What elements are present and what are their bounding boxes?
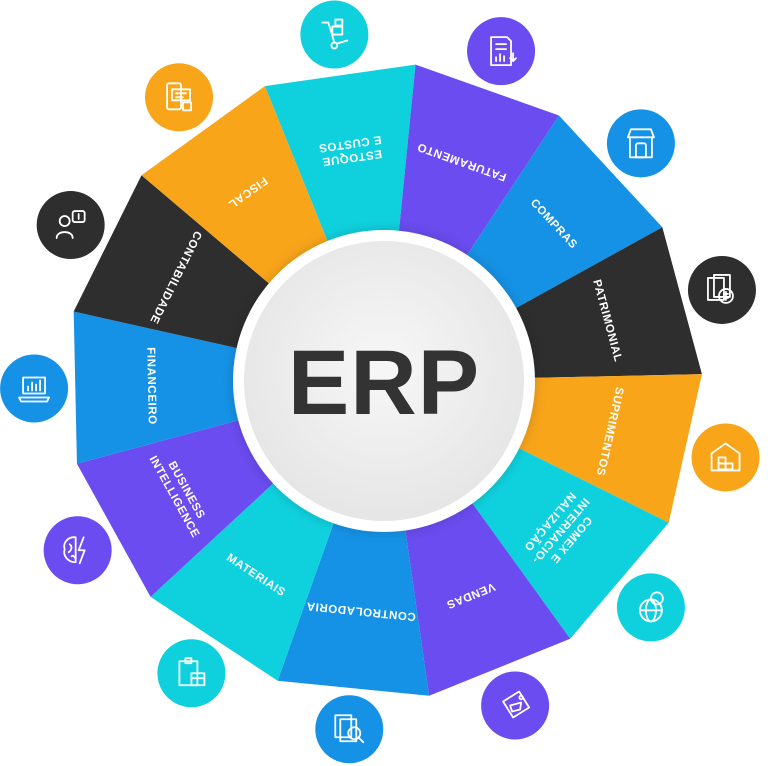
documents-search-icon — [334, 714, 365, 744]
segment-compras — [458, 115, 663, 316]
center-title: ERP — [288, 332, 480, 434]
segment-vendas — [403, 490, 571, 696]
segment-patrimonial — [502, 227, 702, 379]
segment-bubble-bi — [43, 516, 112, 585]
clipboard-box-icon — [178, 657, 206, 687]
segment-label-line: FINANCEIRO — [144, 347, 158, 425]
invoice-chart-icon — [490, 36, 517, 67]
segment-bubble-contabilidade — [36, 191, 105, 260]
warehouse-icon — [710, 442, 741, 472]
segment-bubble-financeiro — [0, 354, 69, 423]
segment-faturamento — [397, 64, 559, 269]
storefront-icon — [627, 128, 655, 159]
segment-bi — [76, 416, 285, 597]
segment-bubble-faturamento — [467, 17, 536, 86]
segment-label-financeiro: FINANCEIRO — [144, 347, 158, 425]
segment-fiscal — [141, 86, 334, 294]
segment-estoque — [264, 64, 416, 256]
segment-contabilidade — [73, 175, 282, 352]
center-hub-disc — [244, 241, 524, 521]
accountant-icon — [55, 210, 86, 239]
hand-truck-icon — [321, 18, 349, 50]
segment-bubble-vendas — [481, 671, 550, 740]
segments-layer — [73, 64, 702, 696]
segment-financeiro — [73, 311, 254, 464]
globe-money-icon — [639, 591, 664, 623]
segment-comex — [463, 441, 669, 639]
segment-controladoria — [277, 508, 430, 696]
mobile-tax-icon — [166, 82, 192, 112]
segment-bubble-comex — [616, 573, 685, 642]
shopping-tag-icon — [502, 690, 531, 719]
brain-icon — [63, 536, 86, 565]
segment-suprimentos — [504, 374, 702, 523]
segment-materiais — [150, 472, 339, 681]
center-hub: ERP — [233, 230, 535, 532]
documents-money-icon — [707, 274, 734, 304]
laptop-chart-icon — [18, 376, 50, 403]
